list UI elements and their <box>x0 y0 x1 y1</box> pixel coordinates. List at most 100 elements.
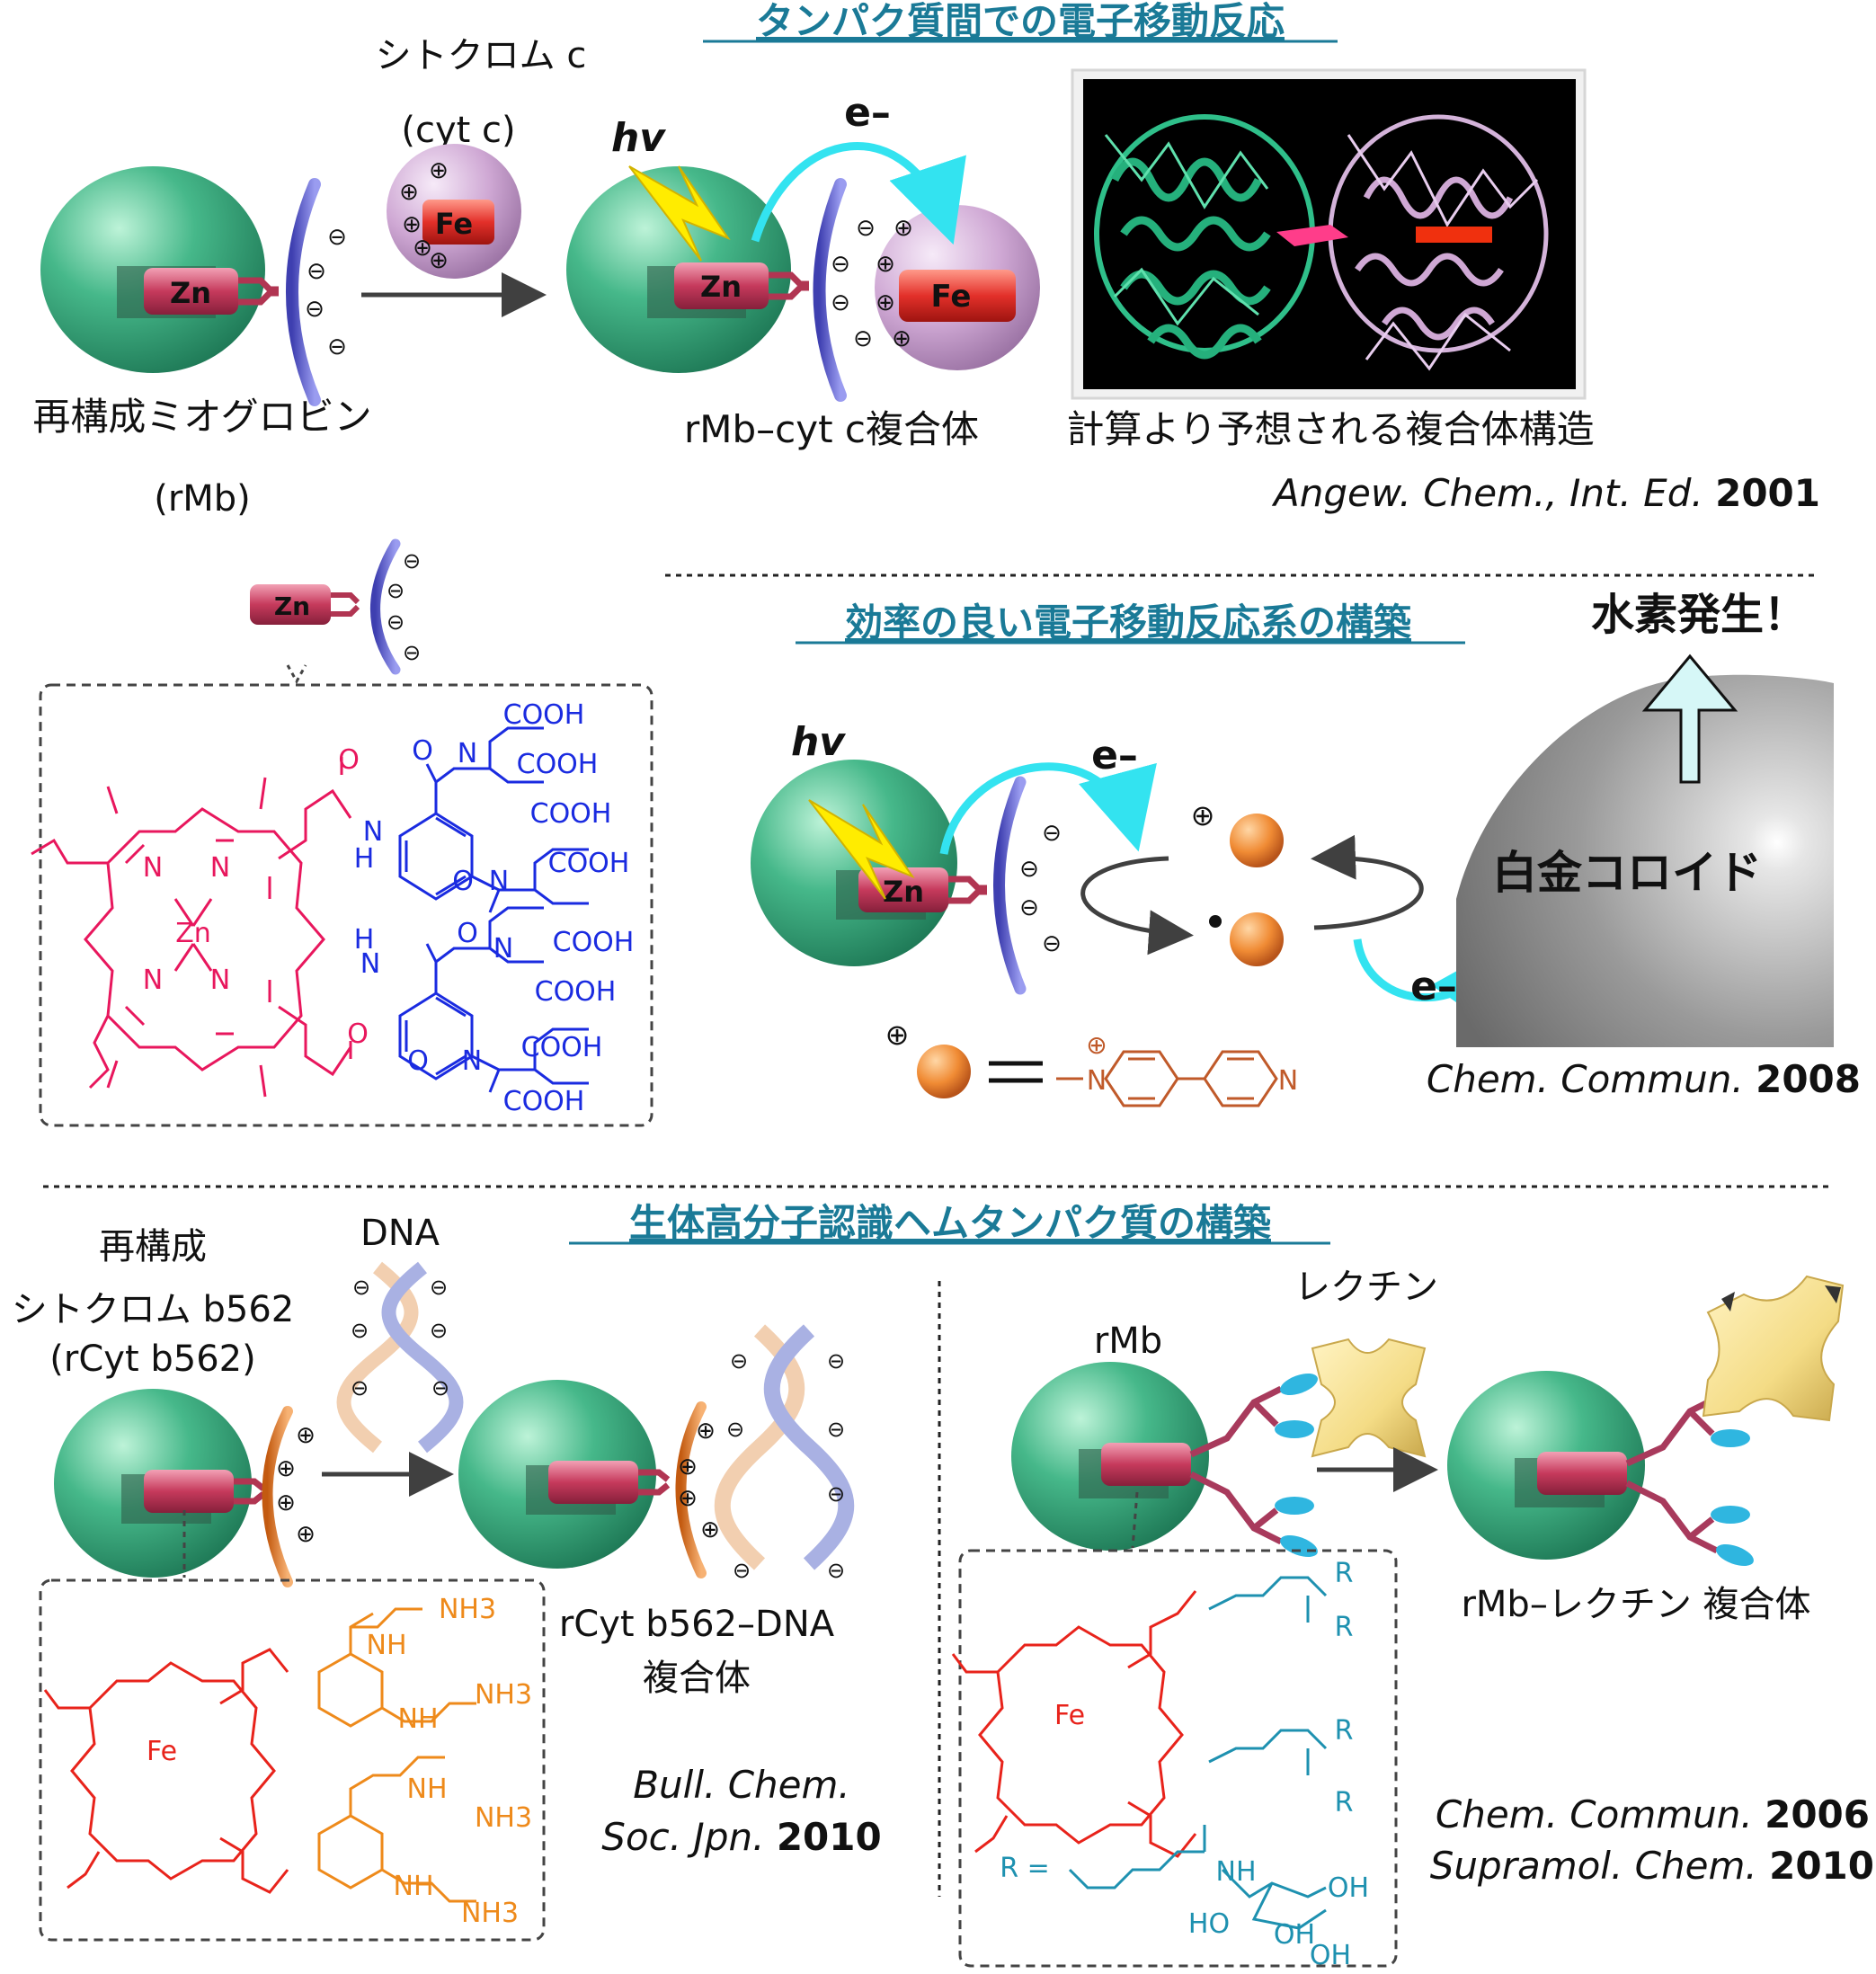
s2-electron-label: e– <box>1091 733 1138 778</box>
fe-porphyrin-sugar-labels: Fe R R R R R = NH OH HO OH OH <box>1000 1558 1369 1971</box>
label-n: N <box>1278 1065 1298 1097</box>
minus-sign: ⊖ <box>305 296 325 323</box>
plus-sign: ⊕ <box>892 325 911 352</box>
plus-sign: ⊕ <box>276 1489 296 1516</box>
plus-sign: ⊕ <box>894 215 913 242</box>
fe-porphyrin-amine-structure <box>43 1607 476 1903</box>
minus-sign: ⊖ <box>856 215 876 242</box>
zn-porphyrin-structure <box>31 726 589 1098</box>
label-n: N <box>493 933 513 965</box>
viologen-dication <box>1230 814 1284 867</box>
bull-ref-year: 2010 <box>777 1815 882 1859</box>
label-cooh: COOH <box>521 1032 603 1063</box>
label-o: O <box>412 735 433 767</box>
rmb-abbr: (rMb) <box>154 478 251 520</box>
reference-angew: Angew. Chem., Int. Ed. 2001 <box>1271 471 1820 515</box>
plus-sign: ⊕ <box>402 211 422 238</box>
s2-zn: Zn <box>883 875 924 909</box>
plus-sign: ⊕ <box>276 1455 296 1482</box>
structure-caption: 計算より予想される複合体構造 <box>1066 407 1594 451</box>
rmb-cytc-complex: Zn Fe ⊖ ⊖ ⊖ ⊖ ⊕ ⊕ ⊕ ⊕ <box>566 166 1040 402</box>
minus-sign: ⊖ <box>351 1318 369 1343</box>
zn-porphyrin-labels: Zn N N N N O O N H H N O N N O O N O N C… <box>143 699 635 1117</box>
hydrogen-label: 水素発生！ <box>1591 590 1807 640</box>
lectin-free <box>1311 1338 1427 1458</box>
minus-sign: ⊖ <box>827 1558 845 1583</box>
plus-sign: ⊕ <box>876 251 895 278</box>
rcyt-line2: シトクロム b562 <box>12 1289 294 1330</box>
bull-ref-journal: Soc. Jpn. <box>601 1815 764 1859</box>
label-cooh: COOH <box>530 798 612 830</box>
fragment-zn: Zn <box>274 591 310 621</box>
label-n: N <box>1087 1065 1107 1097</box>
reference-chemcommun-2008: Chem. Commun. 2008 <box>1427 1057 1861 1101</box>
light-bolt-icon <box>808 799 915 900</box>
label-nh: NH <box>1216 1856 1257 1888</box>
label-fe: Fe <box>1054 1700 1085 1731</box>
rcyt-dna-complex: ⊕ ⊕ ⊕ ⊕ ⊖ ⊖ ⊖ ⊖ ⊖ ⊖ ⊖ <box>458 1324 855 1583</box>
minus-sign: ⊖ <box>387 578 405 603</box>
s2-electron-arrow <box>939 762 1157 855</box>
label-ho: HO <box>1188 1908 1230 1940</box>
dna-label: DNA <box>360 1213 440 1254</box>
label-n: N <box>143 852 163 884</box>
plus-sign: ⊕ <box>413 235 432 262</box>
label-cooh: COOH <box>517 749 599 780</box>
rmb-sugar-protein <box>1011 1362 1318 1558</box>
reference-supramol-2010: Supramol. Chem. 2010 <box>1430 1844 1874 1888</box>
label-nh3: NH3 <box>475 1679 532 1711</box>
rmb-left-zn: Zn <box>170 276 211 310</box>
label-r: R <box>1335 1558 1354 1589</box>
plus-sign: ⊕ <box>296 1521 316 1548</box>
label-n: N <box>210 965 230 996</box>
colloid-label: 白金コロイド <box>1492 847 1762 899</box>
reference-2008-year: 2008 <box>1756 1057 1861 1101</box>
label-n: N <box>363 816 383 848</box>
light-bolt-icon <box>628 165 731 262</box>
minus-sign: ⊖ <box>827 1348 845 1374</box>
rmb-lectin-complex <box>1447 1275 1845 1567</box>
label-o: O <box>457 918 478 949</box>
label-nh3: NH3 <box>439 1594 496 1625</box>
plus-sign: ⊕ <box>399 179 419 206</box>
electron-transfer-arrow <box>751 142 966 245</box>
callout-pointer <box>286 664 307 685</box>
minus-sign: ⊖ <box>827 1481 845 1507</box>
r-definition: R = <box>1000 1853 1050 1884</box>
label-oh: OH <box>1328 1872 1369 1904</box>
minus-sign: ⊖ <box>827 1417 845 1442</box>
electron-label: e– <box>844 90 891 136</box>
rcyt-line1: 再構成 <box>99 1226 207 1267</box>
bull-ref-line2: Soc. Jpn. 2010 <box>601 1815 881 1859</box>
complex-fe: Fe <box>931 279 972 315</box>
rcyt-line3: (rCyt b562) <box>49 1338 255 1380</box>
minus-sign: ⊖ <box>307 258 326 285</box>
rmb-protein-left: Zn ⊖ ⊖ ⊖ ⊖ <box>40 166 347 406</box>
cytc-name: シトクロム c <box>376 35 587 76</box>
label-o: O <box>347 1018 369 1050</box>
label-cooh: COOH <box>553 927 635 958</box>
label-r: R <box>1335 1787 1354 1818</box>
minus-sign: ⊖ <box>726 1417 744 1442</box>
plus-sign: ⊕ <box>885 1018 910 1052</box>
cycle-arrow-left <box>1080 856 1194 956</box>
label-nh: NH <box>394 1871 434 1902</box>
platinum-colloid <box>1456 674 1834 1047</box>
label-r: R <box>1335 1715 1354 1747</box>
label-nh3: NH3 <box>461 1898 519 1929</box>
plus-sign: ⊕ <box>429 157 449 184</box>
cytc-free-fe: Fe <box>435 207 473 241</box>
minus-sign: ⊖ <box>1042 930 1062 957</box>
s2-hv-label: hv <box>791 719 846 765</box>
callout-pointer <box>1131 1491 1139 1549</box>
lectin-complex-label: rMb–レクチン 複合体 <box>1461 1584 1810 1625</box>
rcyt-complex-line2: 複合体 <box>643 1658 751 1699</box>
complex-zn: Zn <box>700 270 742 304</box>
minus-sign: ⊖ <box>1042 820 1062 847</box>
rmb-zn-protein-s2: Zn ⊖ ⊖ ⊖ ⊖ <box>751 760 1062 995</box>
minus-sign: ⊖ <box>1019 856 1039 883</box>
label-n: N <box>458 738 477 769</box>
label-h: H <box>354 843 375 875</box>
minus-sign: ⊖ <box>403 548 421 574</box>
fe-porphyrin-sugar-box <box>958 1549 1398 1968</box>
